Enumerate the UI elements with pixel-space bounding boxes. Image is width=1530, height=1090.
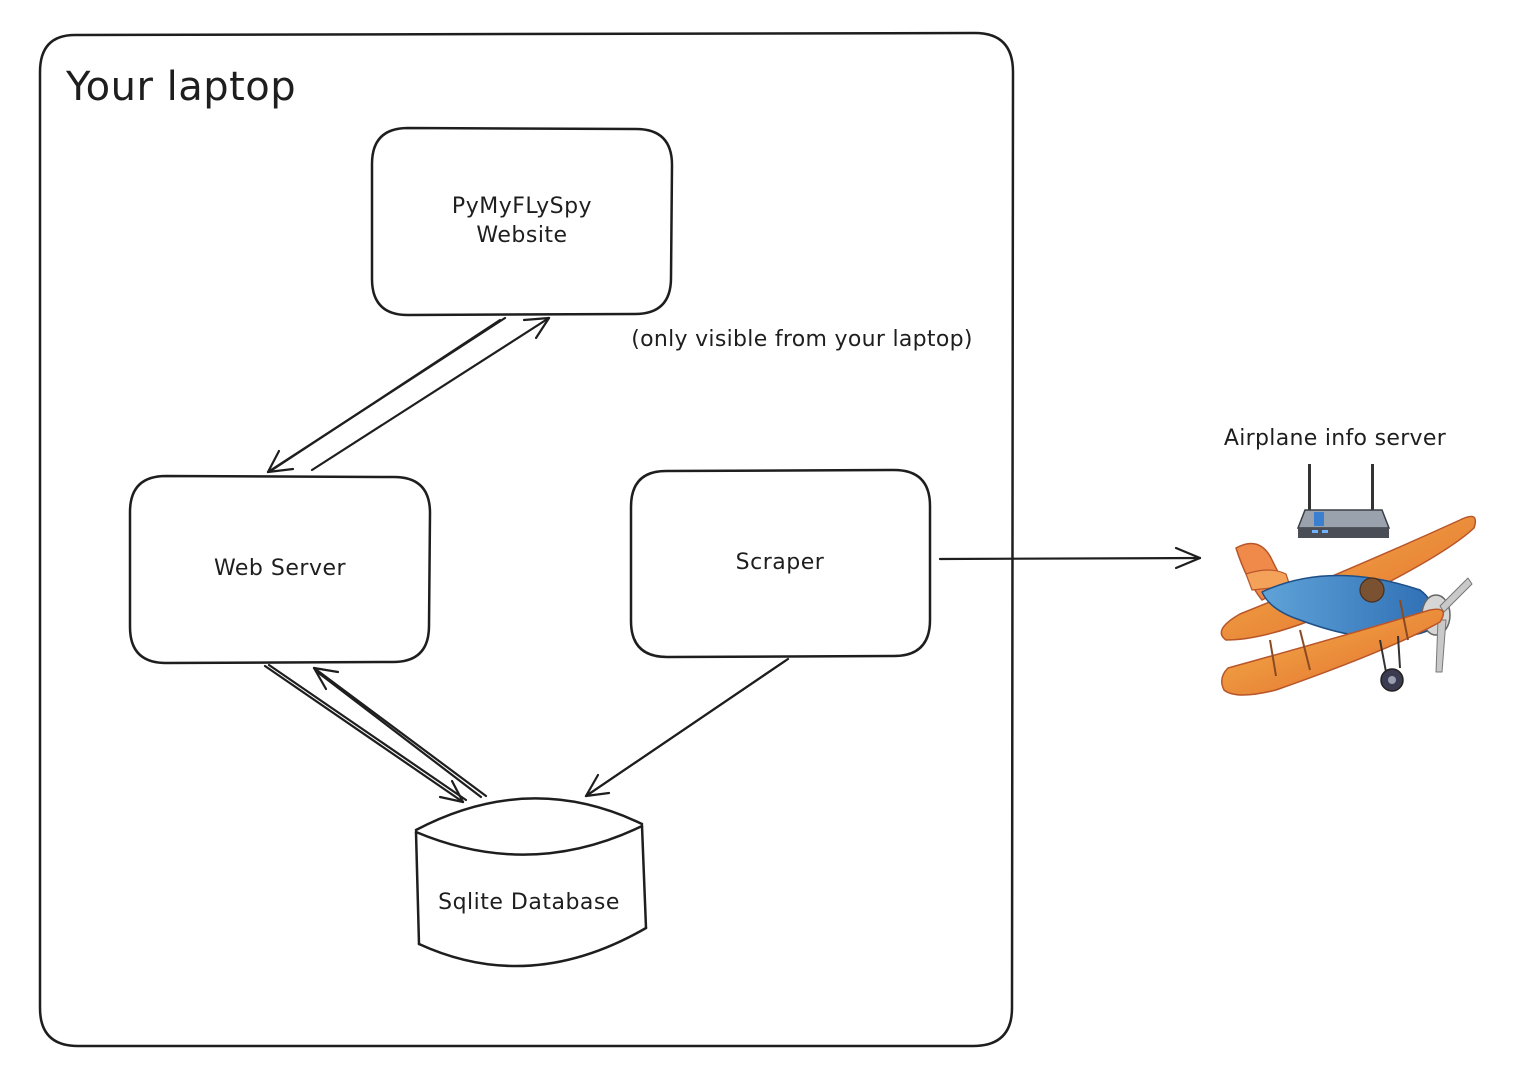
biplane-icon (1220, 515, 1477, 696)
edge-webserver-to-database (263, 663, 468, 804)
database-label: Sqlite Database (438, 890, 620, 915)
container-title: Your laptop (66, 64, 297, 110)
web-server-node[interactable] (128, 474, 432, 665)
edge-webserver-to-website (310, 316, 551, 472)
scraper-node[interactable] (629, 468, 932, 659)
web-server-label: Web Server (213, 556, 347, 581)
edge-scraper-to-external (938, 546, 1202, 570)
edge-database-to-webserver (312, 666, 488, 799)
website-label: PyMyFLySpy Website (392, 192, 652, 250)
edge-scraper-to-database (584, 657, 790, 798)
edge-website-to-webserver (266, 316, 507, 474)
external-server-label: Airplane info server (1223, 426, 1447, 451)
database-node[interactable] (414, 797, 648, 968)
router-icon (1296, 464, 1391, 538)
website-label-line1: PyMyFLySpy (451, 194, 593, 219)
website-node[interactable] (370, 126, 674, 317)
laptop-container (38, 31, 1015, 1048)
website-label-line2: Website (476, 223, 568, 248)
visibility-note: (only visible from your laptop) (631, 327, 973, 352)
scraper-label: Scraper (735, 550, 825, 575)
